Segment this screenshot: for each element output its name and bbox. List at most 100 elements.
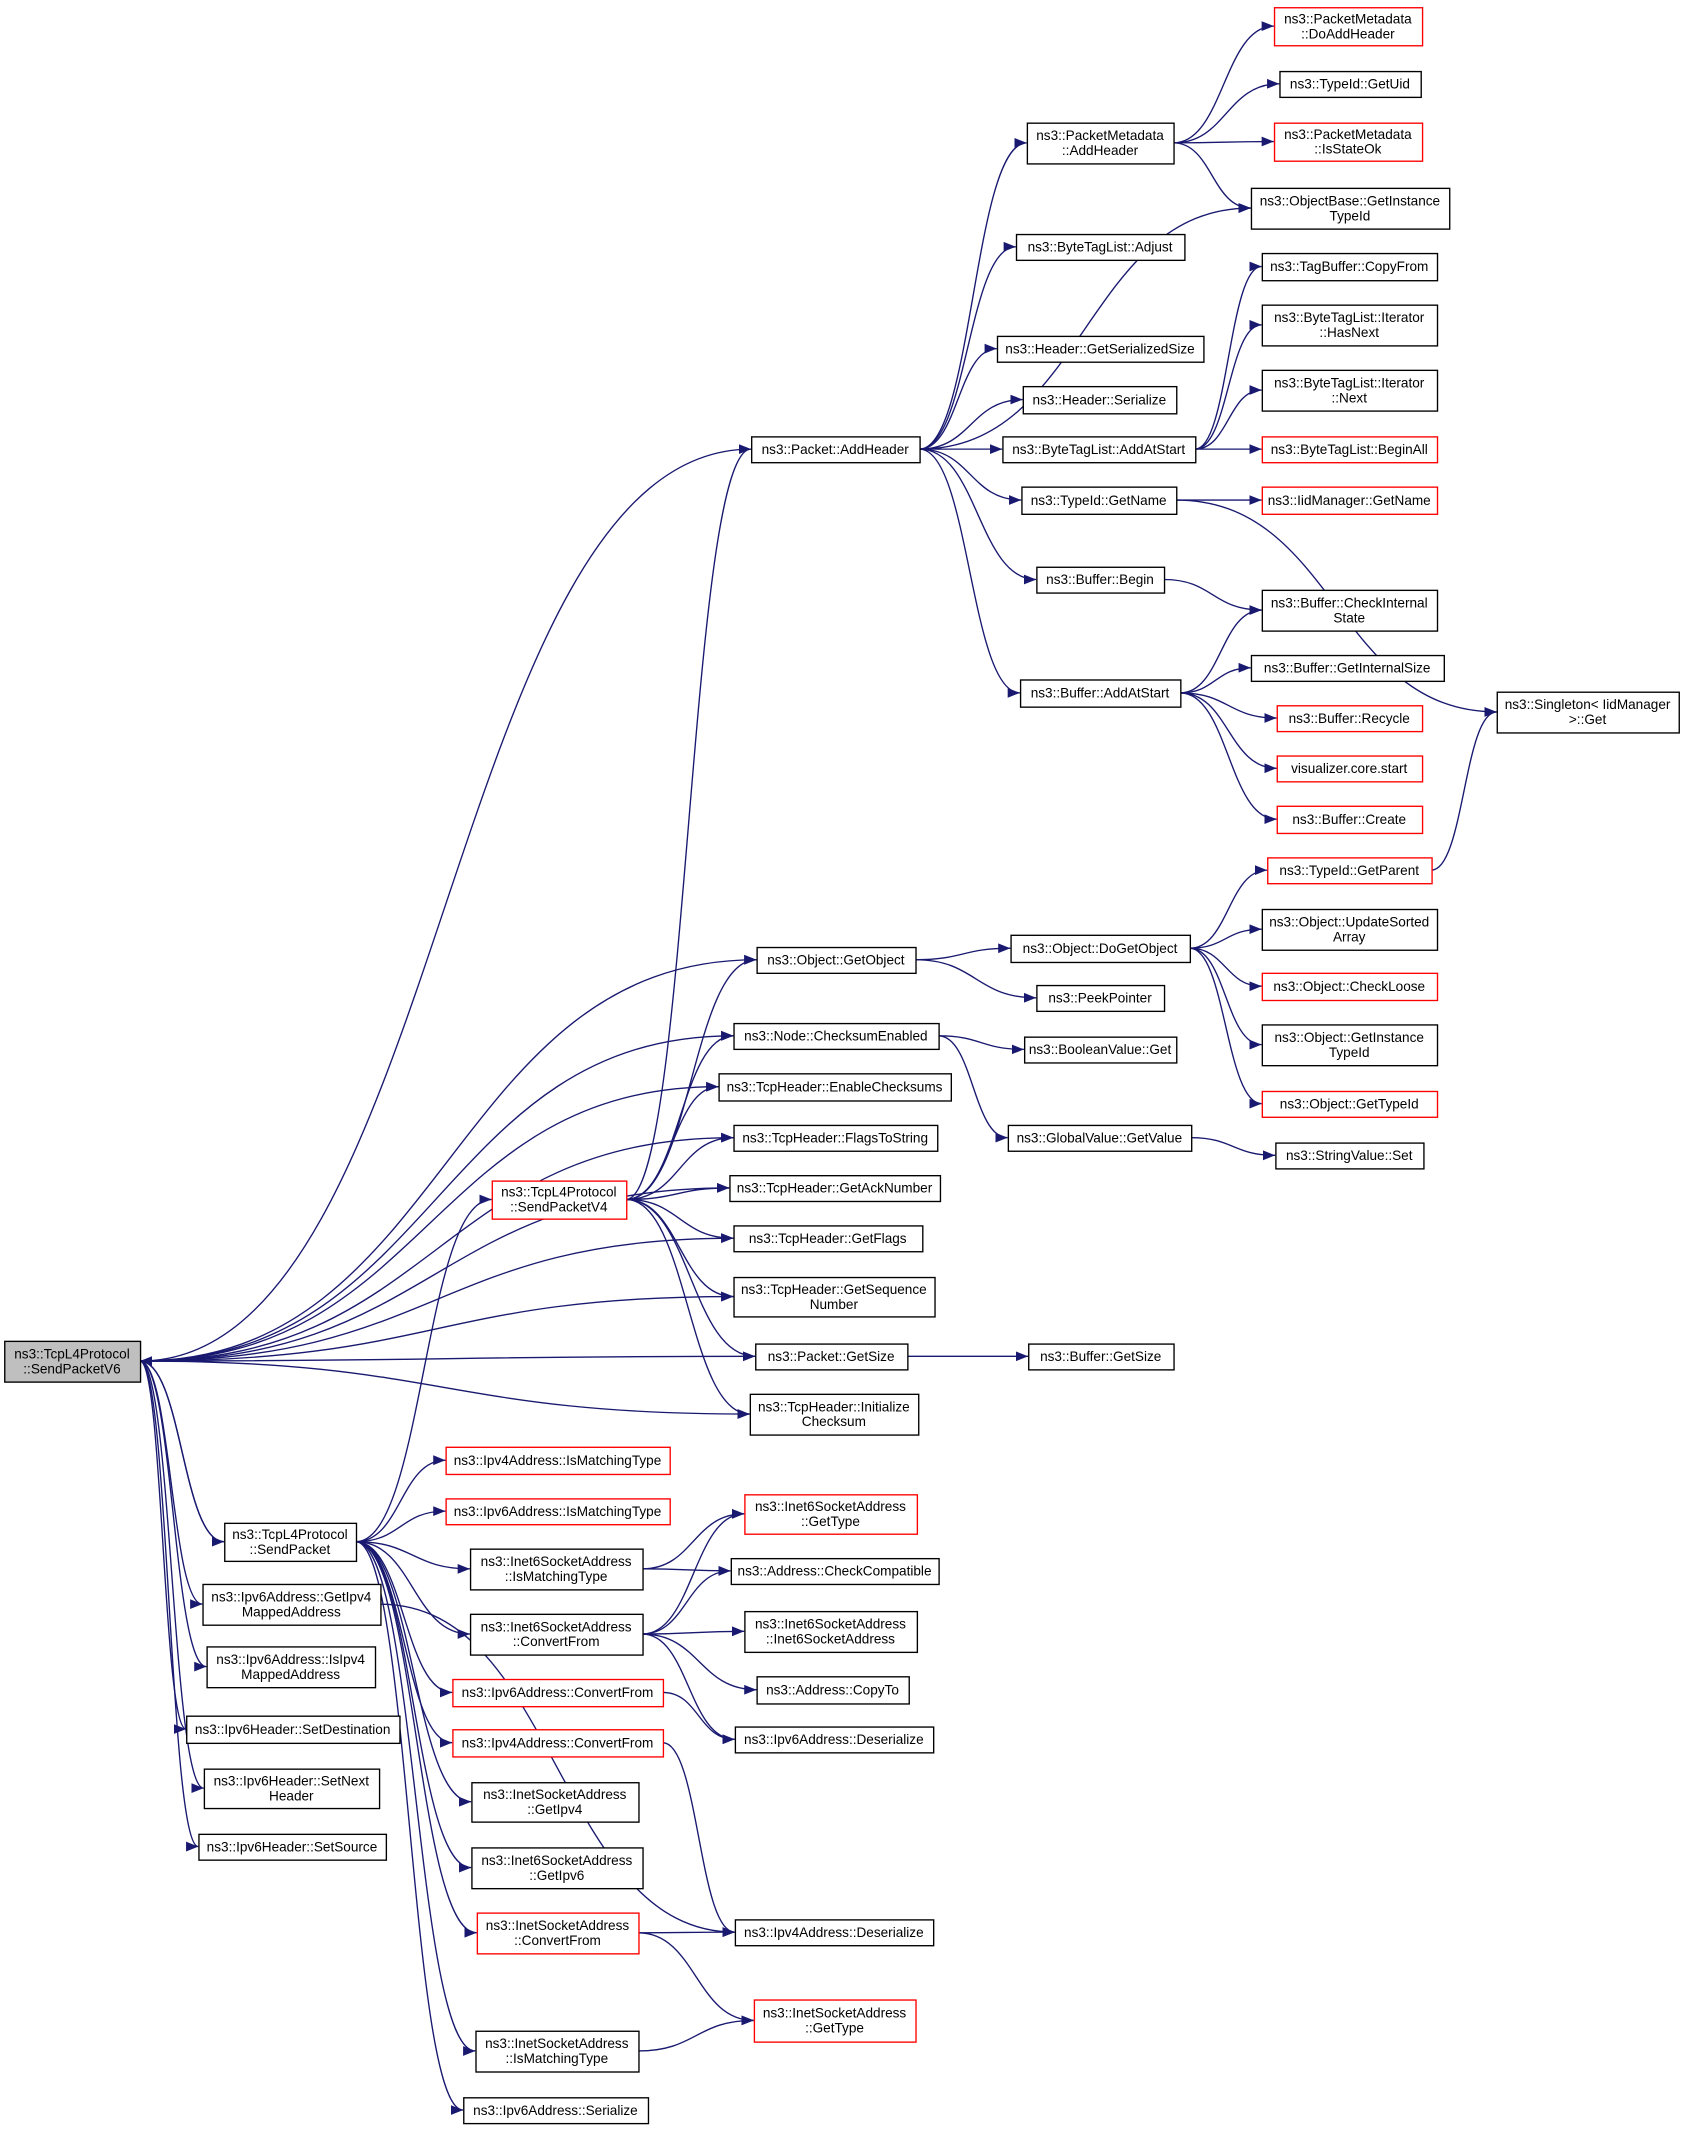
graph-node-v6Ser[interactable]: ns3::Ipv6Address::Serialize	[463, 2097, 650, 2125]
node-label: ::DoAddHeader	[1301, 26, 1395, 41]
call-edge-objDoGet-to-objSorted	[1189, 924, 1262, 949]
graph-node-bufCreate[interactable]: ns3::Buffer::Create	[1276, 805, 1424, 835]
graph-node-v6SetDst[interactable]: ns3::Ipv6Header::SetDestination	[186, 1715, 401, 1745]
node-box	[4, 1340, 142, 1383]
graph-node-singleton[interactable]: ns3::Singleton< IidManager>::Get	[1496, 691, 1680, 734]
graph-node-objLoose[interactable]: ns3::Object::CheckLoose	[1261, 972, 1439, 1002]
graph-node-bufBegin[interactable]: ns3::Buffer::Begin	[1036, 566, 1166, 594]
graph-node-tbCopy[interactable]: ns3::TagBuffer::CopyFrom	[1261, 252, 1439, 282]
graph-node-v6Match[interactable]: ns3::Ipv6Address::IsMatchingType	[445, 1498, 671, 1526]
graph-node-btlBegin[interactable]: ns3::ByteTagList::BeginAll	[1261, 436, 1439, 464]
graph-node-addrCompat[interactable]: ns3::Address::CheckCompatible	[730, 1557, 940, 1586]
graph-node-vizStart[interactable]: visualizer.core.start	[1276, 755, 1424, 783]
graph-node-i6Conv[interactable]: ns3::Inet6SocketAddress::ConvertFrom	[469, 1613, 644, 1656]
node-label: ns3::Ipv6Address::GetIpv4	[211, 1589, 371, 1604]
call-edge-sendPkt-to-iConv	[355, 1541, 477, 1938]
graph-node-pktAdd[interactable]: ns3::Packet::AddHeader	[751, 436, 921, 464]
graph-node-v4Conv[interactable]: ns3::Ipv4Address::ConvertFrom	[452, 1729, 665, 1758]
node-box	[186, 1715, 401, 1745]
graph-node-v6Conv[interactable]: ns3::Ipv6Address::ConvertFrom	[452, 1678, 665, 1708]
node-label: ns3::Packet::AddHeader	[762, 442, 910, 457]
graph-node-iType[interactable]: ns3::InetSocketAddress::GetType	[753, 1999, 917, 2043]
node-label: ns3::Buffer::GetInternalSize	[1264, 661, 1431, 676]
graph-node-i6Ctor[interactable]: ns3::Inet6SocketAddress::Inet6SocketAddr…	[744, 1610, 919, 1654]
graph-node-itHasNext[interactable]: ns3::ByteTagList::Iterator::HasNext	[1261, 304, 1439, 347]
call-edge-bufAdd-to-bufRecycle	[1180, 692, 1277, 723]
call-edge-pktAdd-to-bufBegin	[919, 448, 1037, 585]
graph-node-bufSize[interactable]: ns3::Buffer::GetSize	[1028, 1343, 1175, 1371]
graph-node-objTypeId[interactable]: ns3::Object::GetTypeId	[1261, 1090, 1439, 1118]
node-box	[1261, 436, 1439, 464]
graph-node-tcpFlagsStr[interactable]: ns3::TcpHeader::FlagsToString	[733, 1124, 939, 1152]
call-edge-root-to-v6SetSrc	[139, 1360, 199, 1852]
graph-node-tidName[interactable]: ns3::TypeId::GetName	[1021, 486, 1178, 515]
graph-node-v4Deser[interactable]: ns3::Ipv4Address::Deserialize	[734, 1919, 935, 1947]
graph-node-pmDoAdd[interactable]: ns3::PacketMetadata::DoAddHeader	[1273, 7, 1424, 47]
node-box	[202, 1583, 382, 1626]
graph-node-pktSize[interactable]: ns3::Packet::GetSize	[755, 1343, 909, 1371]
graph-node-itNext[interactable]: ns3::ByteTagList::Iterator::Next	[1261, 369, 1439, 412]
node-label: Header	[269, 1788, 314, 1803]
graph-node-v6SetSrc[interactable]: ns3::Ipv6Header::SetSource	[198, 1833, 388, 1861]
graph-node-bufIntSize[interactable]: ns3::Buffer::GetInternalSize	[1250, 654, 1445, 683]
node-box	[1273, 7, 1424, 47]
graph-node-hdrSize[interactable]: ns3::Header::GetSerializedSize	[996, 335, 1205, 363]
graph-node-i6GetV6[interactable]: ns3::Inet6SocketAddress::GetIpv6	[471, 1847, 644, 1890]
graph-node-i6Match[interactable]: ns3::Inet6SocketAddress::IsMatchingType	[469, 1548, 644, 1591]
node-label: ns3::GlobalValue::GetValue	[1017, 1130, 1183, 1145]
graph-node-tcpEnable[interactable]: ns3::TcpHeader::EnableChecksums	[718, 1073, 953, 1102]
graph-node-v4Match[interactable]: ns3::Ipv4Address::IsMatchingType	[445, 1446, 671, 1476]
graph-node-sendPkt[interactable]: ns3::TcpL4Protocol::SendPacket	[224, 1522, 358, 1563]
graph-node-iGetV4[interactable]: ns3::InetSocketAddress::GetIpv4	[471, 1782, 640, 1823]
node-box	[1261, 972, 1439, 1002]
graph-node-v6Deser[interactable]: ns3::Ipv6Address::Deserialize	[734, 1726, 935, 1754]
graph-node-tidParent[interactable]: ns3::TypeId::GetParent	[1267, 857, 1433, 885]
graph-node-nodeCk[interactable]: ns3::Node::ChecksumEnabled	[733, 1022, 940, 1051]
graph-node-strSet[interactable]: ns3::StringValue::Set	[1275, 1142, 1425, 1170]
graph-node-tcpAck[interactable]: ns3::TcpHeader::GetAckNumber	[729, 1175, 942, 1203]
graph-node-tcpFlags[interactable]: ns3::TcpHeader::GetFlags	[733, 1225, 924, 1253]
graph-node-iConv[interactable]: ns3::InetSocketAddress::ConvertFrom	[476, 1912, 640, 1955]
graph-node-iMatch[interactable]: ns3::InetSocketAddress::IsMatchingType	[475, 2030, 640, 2073]
graph-node-i6Type[interactable]: ns3::Inet6SocketAddress::GetType	[744, 1494, 919, 1535]
graph-node-sendV4[interactable]: ns3::TcpL4Protocol::SendPacketV4	[491, 1180, 628, 1220]
graph-node-gvGet[interactable]: ns3::GlobalValue::GetValue	[1007, 1124, 1193, 1152]
graph-node-peek[interactable]: ns3::PeekPointer	[1036, 984, 1166, 1013]
node-box	[733, 1276, 936, 1318]
graph-node-btlAdjust[interactable]: ns3::ByteTagList::Adjust	[1015, 233, 1186, 262]
call-edge-root-to-tcpFlags	[139, 1233, 734, 1362]
call-edge-pmAdd-to-pmDoAdd	[1173, 21, 1274, 144]
graph-node-btlAdd[interactable]: ns3::ByteTagList::AddAtStart	[1002, 436, 1197, 464]
node-box	[1022, 385, 1178, 415]
node-box	[452, 1678, 665, 1708]
graph-node-getUid[interactable]: ns3::TypeId::GetUid	[1279, 70, 1422, 99]
graph-node-pmStateOk[interactable]: ns3::PacketMetadata::IsStateOk	[1273, 122, 1424, 162]
graph-node-pmAdd[interactable]: ns3::PacketMetadata::AddHeader	[1026, 122, 1175, 165]
graph-node-objGet[interactable]: ns3::Object::GetObject	[756, 946, 917, 975]
graph-node-addrCopy[interactable]: ns3::Address::CopyTo	[756, 1676, 910, 1705]
call-edge-sendPkt-to-i6Conv	[355, 1541, 470, 1639]
nodes-layer: ns3::TcpL4Protocol::SendPacketV6 ns3::Pac…	[4, 7, 1680, 2125]
graph-node-iidName[interactable]: ns3::IidManager::GetName	[1261, 486, 1439, 515]
node-label: MappedAddress	[241, 1667, 340, 1682]
graph-node-bufAdd[interactable]: ns3::Buffer::AddAtStart	[1019, 679, 1182, 708]
graph-node-hdrSer[interactable]: ns3::Header::Serialize	[1022, 385, 1178, 415]
node-box	[1275, 1142, 1425, 1170]
node-label: ::GetIpv6	[529, 1868, 584, 1883]
node-label: ns3::TcpL4Protocol	[232, 1527, 347, 1542]
graph-node-root[interactable]: ns3::TcpL4Protocol::SendPacketV6	[4, 1340, 142, 1383]
node-label: TypeId	[1329, 1045, 1370, 1060]
graph-node-boolGet[interactable]: ns3::BooleanValue::Get	[1023, 1036, 1178, 1064]
node-label: ::Next	[1332, 390, 1368, 405]
graph-node-bufRecycle[interactable]: ns3::Buffer::Recycle	[1276, 705, 1424, 733]
graph-node-objDoGet[interactable]: ns3::Object::DoGetObject	[1010, 934, 1192, 964]
